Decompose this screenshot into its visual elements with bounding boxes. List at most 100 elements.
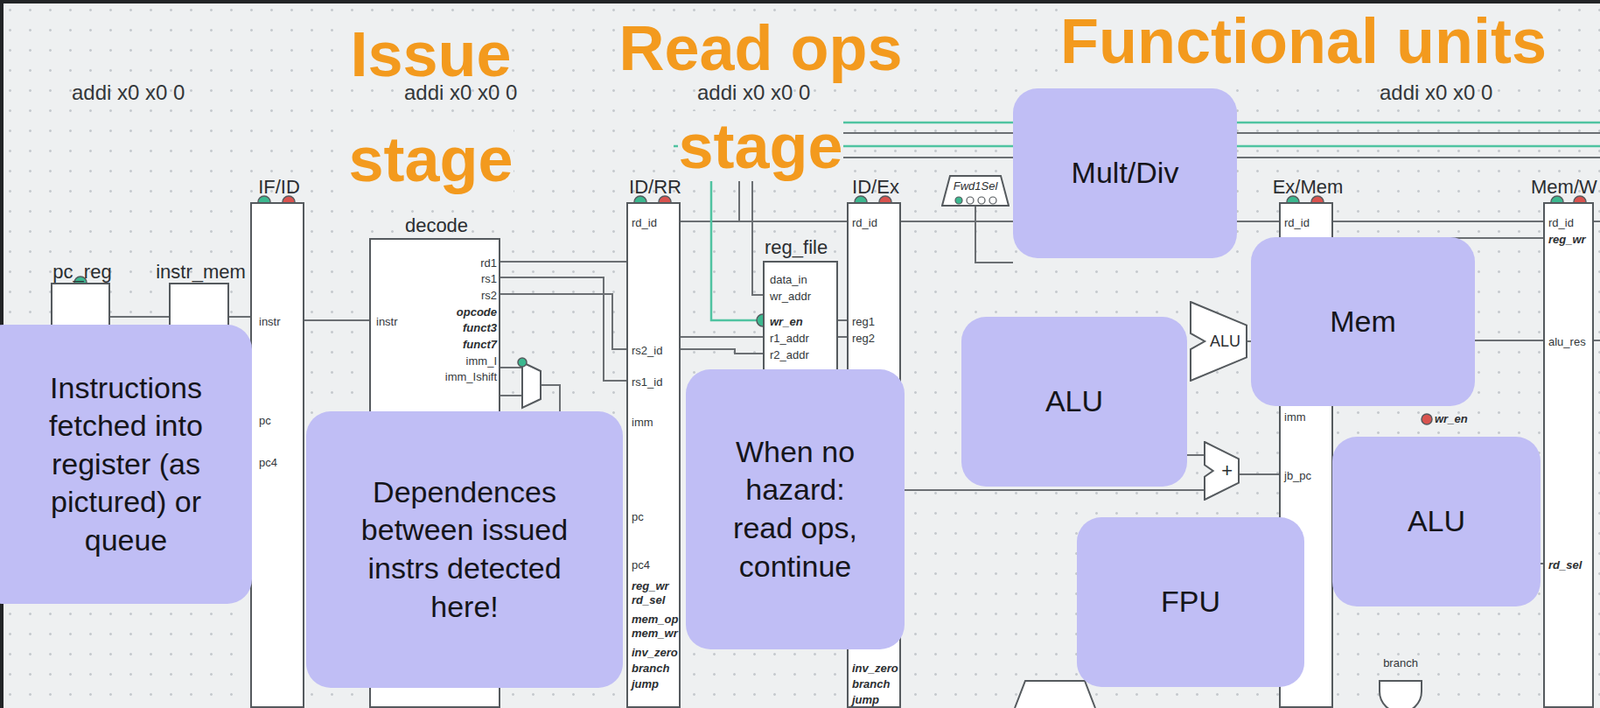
text-slot: rd_sel bbox=[631, 593, 665, 608]
instruction-label: addi x0 x0 0 bbox=[697, 80, 811, 105]
text-slot: inv_zero bbox=[631, 646, 678, 660]
and-gate bbox=[1379, 680, 1422, 708]
text-slot: jump bbox=[631, 677, 659, 692]
text-slot: Ex/Mem bbox=[1272, 175, 1344, 198]
text-slot: inv_zero bbox=[852, 662, 899, 676]
callout-text: Dependences between issued instrs detect… bbox=[341, 473, 588, 626]
and-gate bbox=[1379, 680, 1422, 708]
text-slot: addi x0 x0 0 bbox=[404, 80, 518, 105]
text-slot: instr bbox=[258, 315, 281, 329]
port-label: rs2 bbox=[481, 289, 497, 303]
mux-symbol bbox=[522, 362, 541, 408]
text-slot: pc bbox=[631, 510, 644, 525]
port-label: rd_id bbox=[631, 216, 657, 231]
text-slot: branch bbox=[852, 677, 890, 692]
text-slot: wr_addr bbox=[769, 290, 811, 304]
text-slot: wr_en bbox=[1434, 412, 1468, 427]
port-label: pc bbox=[631, 510, 644, 525]
text-slot: pc4 bbox=[258, 456, 278, 470]
text-slot: imm bbox=[1284, 411, 1307, 425]
wire bbox=[500, 394, 523, 397]
port-label: rd_sel bbox=[631, 593, 665, 608]
wire bbox=[680, 220, 847, 223]
wire bbox=[1239, 473, 1279, 476]
text-slot: branch bbox=[1383, 656, 1419, 671]
callout-text: FPU bbox=[1160, 582, 1221, 622]
text-slot: pc_reg bbox=[52, 260, 112, 283]
text-slot: Mem/W bbox=[1530, 175, 1598, 198]
callout-text: Mult/Div bbox=[1071, 153, 1180, 193]
port-label: jump bbox=[852, 693, 880, 707]
alu-symbol-outline bbox=[1190, 301, 1247, 381]
port-label: branch bbox=[631, 662, 670, 676]
forward-select-mux-outline bbox=[942, 175, 1009, 206]
callout-text: ALU bbox=[1407, 502, 1466, 541]
port-label: rs2_id bbox=[631, 344, 663, 358]
wire bbox=[500, 277, 627, 381]
text-slot: reg_wr bbox=[631, 579, 670, 594]
text-slot: r1_addr bbox=[769, 332, 810, 346]
port-label: pc4 bbox=[631, 558, 650, 573]
port-label: wr_addr bbox=[769, 290, 811, 304]
wire-connector bbox=[838, 319, 847, 322]
port-label: opcode bbox=[456, 306, 497, 320]
wire bbox=[975, 206, 1014, 263]
text-slot: ID/RR bbox=[628, 175, 682, 198]
port-label: r1_addr bbox=[769, 332, 810, 346]
signal-name: wr_en bbox=[1434, 412, 1468, 427]
wire bbox=[500, 293, 627, 350]
port-label: reg2 bbox=[852, 332, 875, 346]
text-slot: wr_en bbox=[769, 315, 804, 329]
functional-unit: Mem bbox=[1250, 237, 1475, 406]
status-dot bbox=[1421, 413, 1433, 425]
wire-connector bbox=[680, 335, 763, 338]
text-slot: imm_I bbox=[466, 355, 497, 369]
wire bbox=[540, 384, 560, 412]
alu-symbol: ALU bbox=[1189, 300, 1248, 382]
adder-symbol: + bbox=[1203, 440, 1240, 501]
port-label: Fwd1Sel bbox=[953, 180, 999, 194]
callout-box: Instructions fetched into register (as p… bbox=[0, 324, 252, 604]
port-label: mem_op bbox=[631, 613, 678, 627]
wire bbox=[680, 349, 763, 354]
text-slot: pc4 bbox=[631, 558, 650, 573]
text-slot: rs2 bbox=[481, 289, 497, 303]
wire bbox=[1593, 220, 1600, 223]
select-dot bbox=[978, 196, 986, 204]
unit-name: pc_reg bbox=[52, 260, 112, 283]
functional-unit: FPU bbox=[1076, 517, 1305, 687]
port-label: imm_I bbox=[466, 355, 497, 369]
functional-unit: ALU bbox=[961, 316, 1188, 487]
signal-name: branch bbox=[1383, 656, 1419, 671]
text-slot: IF/ID bbox=[258, 175, 301, 198]
text-slot: imm_Ishift bbox=[445, 370, 497, 385]
pipeline-register: Mem/Wrd_idreg_wralu_resrd_sel bbox=[1543, 202, 1594, 708]
status-dot bbox=[517, 357, 527, 367]
wire bbox=[1593, 339, 1600, 342]
port-label: pc4 bbox=[258, 456, 278, 470]
port-label: instr bbox=[376, 315, 399, 329]
port-label: rs1_id bbox=[631, 376, 663, 390]
functional-unit: Mult/Div bbox=[1013, 88, 1237, 259]
callout-text: Instructions fetched into register (as p… bbox=[20, 369, 231, 560]
text-slot: alu_res bbox=[1548, 335, 1587, 350]
text-slot: rs1 bbox=[481, 272, 497, 287]
text-slot: instr bbox=[376, 315, 399, 329]
port-label: inv_zero bbox=[631, 646, 678, 660]
port-label: wr_en bbox=[769, 315, 804, 329]
text-slot: rs2_id bbox=[631, 344, 663, 358]
port-label: branch bbox=[852, 677, 890, 692]
unit-name: IF/ID bbox=[258, 175, 301, 198]
wire bbox=[500, 366, 523, 369]
port-label: mem_wr bbox=[631, 627, 678, 641]
pipeline-register: ID/RRrd_idrs2_idrs1_idimmpcpc4reg_wrrd_s… bbox=[626, 202, 681, 708]
wire-connector bbox=[304, 319, 370, 322]
text-slot: rs1_id bbox=[631, 376, 663, 390]
text-slot: r2_addr bbox=[769, 349, 810, 363]
wire-connector bbox=[229, 315, 251, 318]
text-slot: rd_id bbox=[852, 216, 878, 231]
text-slot: Fwd1Sel bbox=[953, 180, 999, 194]
port-label: rd_id bbox=[852, 216, 878, 231]
